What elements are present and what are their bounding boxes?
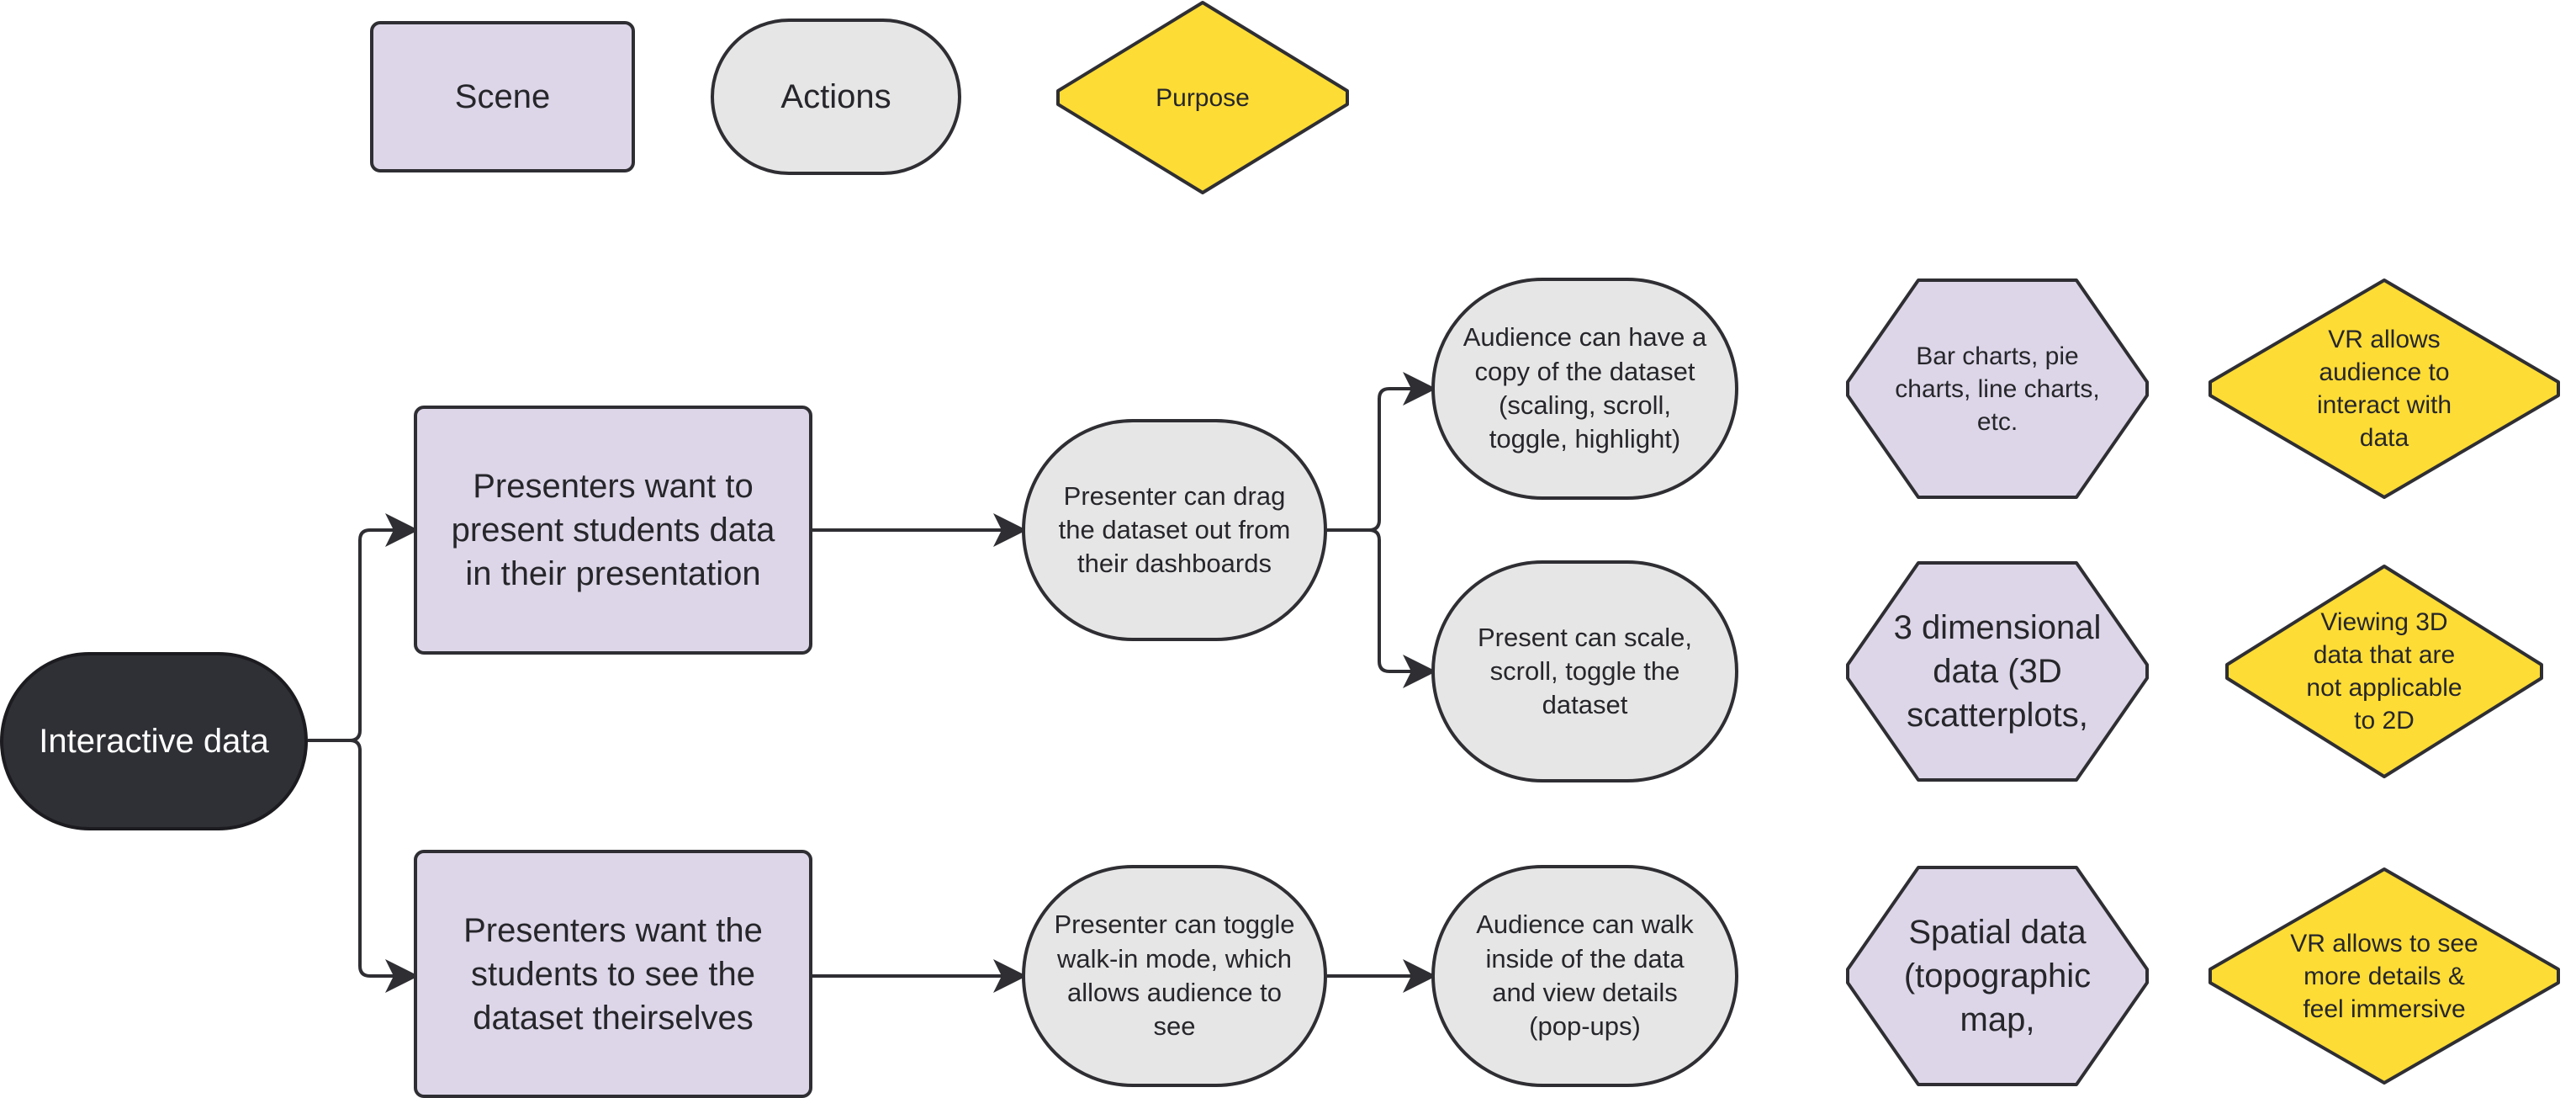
root-label: Interactive data (39, 723, 269, 760)
hex-3d-data-label: 3 dimensional data (3D scatterplots, (1893, 609, 2102, 734)
action-drag-dataset: Presenter can drag the dataset out from … (1022, 419, 1327, 641)
legend-purpose: Purpose (1051, 0, 1354, 195)
action-drag-dataset-label: Presenter can drag the dataset out from … (1058, 480, 1291, 579)
connector-root-to-scene1 (308, 513, 419, 742)
hex-bar-charts-label: Bar charts, pie charts, line charts, etc… (1895, 342, 2100, 436)
scene-present-data-label: Presenters want to present students data… (451, 468, 775, 592)
hex-spatial-data-label: Spatial data (topographic map, (1903, 914, 2092, 1038)
purpose-viewing-3d: Viewing 3D data that are not applicable … (2220, 564, 2548, 779)
diamond-shape (2208, 278, 2560, 499)
diamond-shape (2208, 867, 2560, 1085)
purpose-vr-interact-label: VR allows audience to interact with data (2316, 326, 2452, 452)
legend-scene: Scene (370, 21, 635, 172)
connector-drag-to-copy (1327, 372, 1436, 532)
action-audience-copy: Audience can have a copy of the dataset … (1431, 278, 1738, 500)
scene-see-dataset-label: Presenters want the students to see the … (463, 911, 763, 1037)
hexagon-shape (1846, 561, 2149, 782)
purpose-vr-interact: VR allows audience to interact with data (2203, 278, 2565, 500)
diamond-shape (1056, 1, 1349, 194)
action-toggle-walkin: Presenter can toggle walk-in mode, which… (1022, 865, 1327, 1087)
purpose-viewing-3d-label: Viewing 3D data that are not applicable … (2306, 608, 2462, 735)
connector-drag-to-scale (1327, 528, 1436, 688)
scene-present-data: Presenters want to present students data… (414, 406, 812, 655)
connector-root-to-scene2 (308, 739, 419, 993)
action-toggle-walkin-label: Presenter can toggle walk-in mode, which… (1054, 910, 1295, 1042)
action-present-scale: Present can scale, scroll, toggle the da… (1431, 560, 1738, 782)
diamond-shape (2225, 565, 2543, 778)
action-audience-walk: Audience can walk inside of the data and… (1431, 865, 1738, 1087)
hexagon-shape (1846, 866, 2149, 1086)
legend-purpose-label: Purpose (1156, 83, 1250, 112)
legend-actions-label: Actions (780, 78, 891, 115)
action-present-scale-label: Present can scale, scroll, toggle the da… (1477, 622, 1693, 720)
hexagon-shape (1846, 278, 2149, 499)
action-audience-copy-label: Audience can have a copy of the dataset … (1463, 322, 1707, 454)
scene-see-dataset: Presenters want the students to see the … (414, 850, 812, 1098)
root-node: Interactive data (0, 652, 308, 830)
purpose-vr-details: VR allows to see more details & feel imm… (2203, 867, 2565, 1085)
hex-3d-data: 3 dimensional data (3D scatterplots, (1844, 560, 2150, 782)
legend-scene-label: Scene (454, 78, 551, 115)
hex-spatial-data: Spatial data (topographic map, (1844, 865, 2150, 1087)
purpose-vr-details-label: VR allows to see more details & feel imm… (2290, 929, 2478, 1023)
legend-actions: Actions (711, 19, 961, 175)
action-audience-walk-label: Audience can walk inside of the data and… (1476, 910, 1694, 1042)
hex-bar-charts: Bar charts, pie charts, line charts, etc… (1844, 278, 2150, 500)
